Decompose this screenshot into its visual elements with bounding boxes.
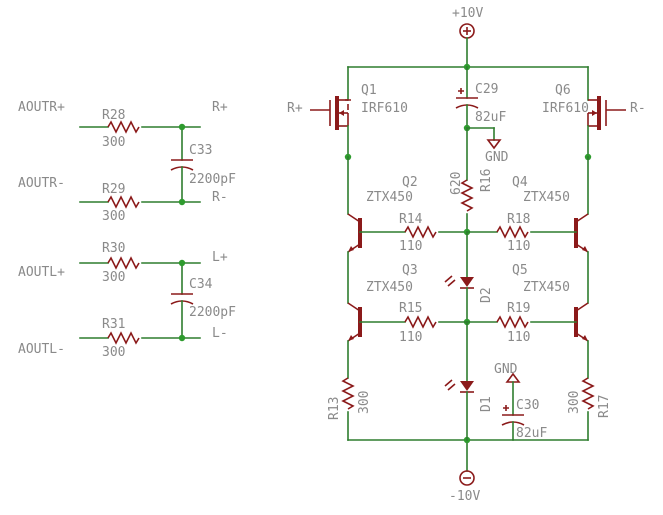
resistor-r17-ref: R17 <box>597 395 612 418</box>
capacitor-c33-value: 2200pF <box>189 172 236 187</box>
input-label-aoutr-minus: AOUTR- <box>18 176 65 191</box>
transistor-q4-part: ZTX450 <box>523 190 570 205</box>
led-d1-ref: D1 <box>479 396 494 412</box>
capacitor-c29-ref: C29 <box>475 82 498 97</box>
capacitor-c34-ref: C34 <box>189 277 213 292</box>
resistor-r28-value: 300 <box>102 135 125 150</box>
capacitor-c30-value: 82uF <box>516 426 547 441</box>
resistor-r18-value: 110 <box>507 239 530 254</box>
resistor-r16: 620 R16 <box>449 127 494 233</box>
mosfet-q6-ref: Q6 <box>555 83 571 98</box>
resistor-r13-value: 300 <box>357 391 372 414</box>
capacitor-c33-ref: C33 <box>189 143 212 158</box>
supply-negative: -10V <box>449 439 480 504</box>
input-filter-left: AOUTL+ AOUTL- R30 300 R31 300 C34 2200pF… <box>18 241 236 360</box>
mosfet-q1-gate-net: R+ <box>287 101 303 116</box>
resistor-r31-value: 300 <box>102 345 125 360</box>
resistor-r17-value: 300 <box>567 391 582 414</box>
transistor-q5-ref: Q5 <box>512 263 528 278</box>
ground-label-bottom: GND <box>494 362 518 377</box>
resistor-r14-value: 110 <box>399 239 422 254</box>
resistor-r16-value: 620 <box>449 172 464 195</box>
transistor-q4: Q4 ZTX450 R18 110 <box>466 175 589 254</box>
resistor-r31-ref: R31 <box>102 317 125 332</box>
resistor-r13-ref: R13 <box>327 397 342 420</box>
resistor-r13: R13 300 <box>327 340 372 441</box>
net-label-r-plus: R+ <box>212 100 228 115</box>
resistor-r15-ref: R15 <box>399 301 422 316</box>
mosfet-q6-gate-net: R- <box>630 101 646 116</box>
net-label-l-minus: L- <box>212 326 228 341</box>
mosfet-q6-part: IRF610 <box>542 101 589 116</box>
net-label-r-minus: R- <box>212 190 228 205</box>
mosfet-q1: Q1 IRF610 R+ <box>287 66 408 215</box>
mosfet-q6: Q6 IRF610 R- <box>542 66 646 215</box>
mosfet-q1-ref: Q1 <box>361 83 377 98</box>
input-label-aoutl-plus: AOUTL+ <box>18 265 65 280</box>
transistor-q2: Q2 ZTX450 R14 110 <box>347 175 468 254</box>
supply-negative-label: -10V <box>449 489 480 504</box>
mosfet-q1-part: IRF610 <box>361 101 408 116</box>
input-label-aoutr-plus: AOUTR+ <box>18 100 65 115</box>
transistor-q5-part: ZTX450 <box>523 280 570 295</box>
supply-positive: +10V <box>452 6 483 68</box>
resistor-r30-ref: R30 <box>102 241 125 256</box>
led-d2: D2 <box>444 231 494 323</box>
transistor-q2-ref: Q2 <box>402 175 418 190</box>
input-filter-right: AOUTR+ AOUTR- R28 300 R29 300 C33 2200pF… <box>18 100 236 224</box>
resistor-r30-value: 300 <box>102 270 125 285</box>
transistor-q2-part: ZTX450 <box>366 190 413 205</box>
capacitor-c29-value: 82uF <box>475 110 506 125</box>
transistor-q4-ref: Q4 <box>512 175 528 190</box>
resistor-r29-value: 300 <box>102 209 125 224</box>
capacitor-c34-value: 2200pF <box>189 305 236 320</box>
supply-positive-label: +10V <box>452 6 483 21</box>
transistor-q5: Q5 ZTX450 R19 110 <box>466 251 589 345</box>
resistor-r14-ref: R14 <box>399 212 423 227</box>
resistor-r18-ref: R18 <box>507 212 530 227</box>
transistor-q3: Q3 ZTX450 R15 110 <box>347 251 468 345</box>
net-label-l-plus: L+ <box>212 250 228 265</box>
led-d1: D1 <box>444 321 494 441</box>
capacitor-c29: C29 82uF GND <box>455 66 509 165</box>
transistor-q3-part: ZTX450 <box>366 280 413 295</box>
resistor-r19-ref: R19 <box>507 301 530 316</box>
led-d2-ref: D2 <box>479 287 494 303</box>
resistor-r19-value: 110 <box>507 330 530 345</box>
transistor-q3-ref: Q3 <box>402 263 418 278</box>
ground-label-top: GND <box>485 150 509 165</box>
resistor-r17: 300 R17 <box>567 340 612 441</box>
resistor-r15-value: 110 <box>399 330 422 345</box>
input-label-aoutl-minus: AOUTL- <box>18 342 65 357</box>
resistor-r16-ref: R16 <box>479 169 494 192</box>
resistor-r29-ref: R29 <box>102 182 125 197</box>
capacitor-c30-ref: C30 <box>516 398 539 413</box>
capacitor-c30: GND C30 82uF <box>494 362 547 441</box>
resistor-r28-ref: R28 <box>102 108 125 123</box>
